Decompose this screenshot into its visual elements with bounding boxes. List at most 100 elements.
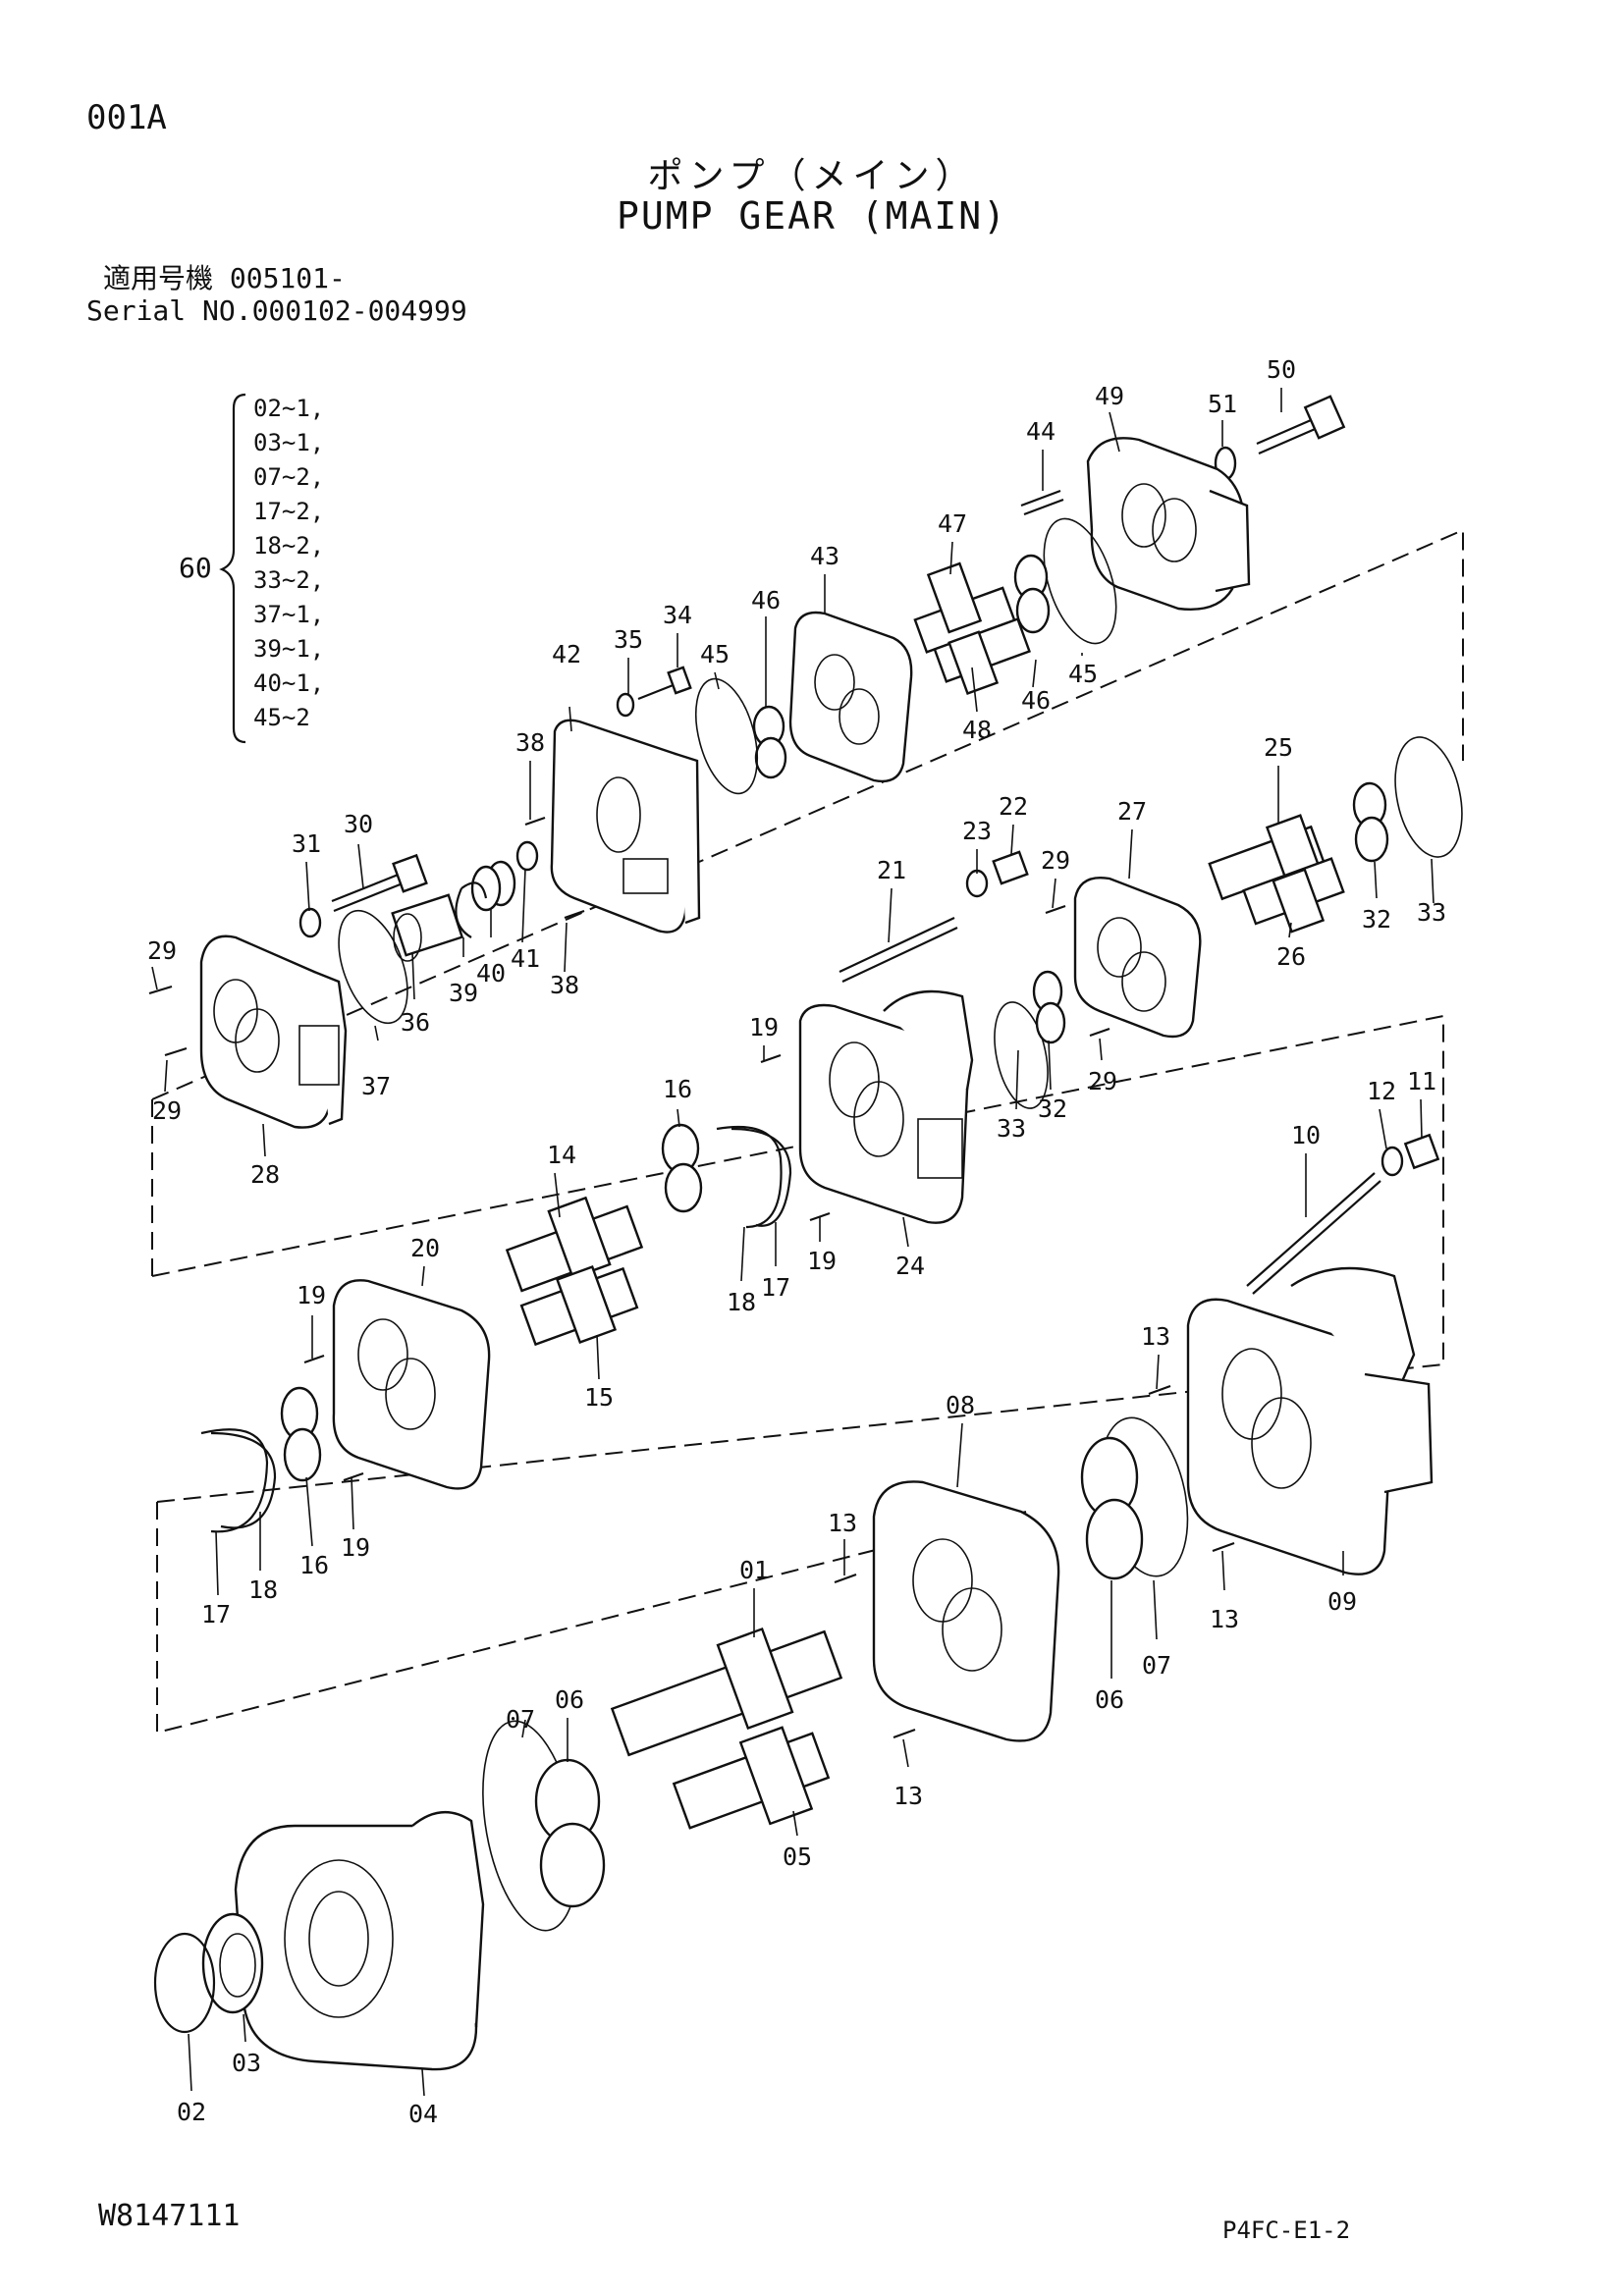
part-label-50: 50: [1267, 355, 1296, 384]
part-oil-seal-03: [201, 1912, 264, 2014]
part-label-25: 25: [1264, 733, 1293, 762]
kit-number: 60: [179, 552, 212, 584]
part-seal-32b: [1032, 970, 1066, 1044]
part-label-38: 38: [515, 728, 545, 757]
part-gear-pair-14-15: [505, 1196, 644, 1347]
part-stud-21: [839, 917, 958, 983]
part-bushing-40: [470, 860, 516, 912]
part-label-39: 39: [449, 979, 478, 1007]
part-label-12: 12: [1367, 1077, 1396, 1105]
part-label-34: 34: [663, 601, 692, 629]
part-plate-08: [872, 1480, 1060, 1742]
part-label-03: 03: [232, 2049, 261, 2077]
part-nut-22: [992, 850, 1029, 885]
part-label-31: 31: [292, 829, 321, 858]
part-pin-29d: [1089, 1027, 1110, 1038]
part-front-cover-28: [199, 934, 348, 1129]
part-gear-pair-01-05: [610, 1627, 843, 1830]
part-label-20: 20: [410, 1234, 440, 1262]
part-number-labels: 50 49 51 44 47 43 46 34 35 45 42 38 46 4…: [147, 355, 1446, 2128]
part-snap-ring-02: [153, 1932, 216, 2034]
part-seal-46: [1013, 554, 1051, 634]
part-backup-ring-17: [716, 1125, 783, 1229]
part-pin-29b: [164, 1046, 188, 1057]
part-label-36: 36: [401, 1008, 430, 1037]
part-label-13b: 13: [828, 1509, 857, 1537]
part-label-46b: 46: [1021, 686, 1051, 715]
part-label-22: 22: [999, 792, 1028, 821]
part-bolt-30: [331, 853, 428, 913]
part-label-07b: 07: [506, 1705, 535, 1734]
part-label-19d: 19: [341, 1533, 370, 1562]
part-label-24: 24: [895, 1252, 925, 1280]
part-seal-06b: [534, 1758, 606, 1908]
kit-item: 39~1,: [253, 635, 325, 663]
part-pin-44: [1020, 489, 1064, 516]
part-label-28: 28: [250, 1160, 280, 1189]
part-plate-43: [788, 611, 913, 783]
part-bolt-34: [637, 666, 692, 701]
part-pin-38b: [564, 909, 585, 920]
part-label-42: 42: [552, 640, 581, 668]
part-rear-body-09: [1186, 1266, 1434, 1575]
part-label-47: 47: [938, 509, 967, 538]
part-bearing-36: [391, 893, 464, 962]
part-pin-38: [524, 816, 546, 827]
part-label-21: 21: [877, 856, 906, 884]
part-pin-13d: [893, 1728, 916, 1739]
part-label-18: 18: [727, 1288, 756, 1316]
part-label-17b: 17: [201, 1600, 231, 1629]
part-label-11: 11: [1407, 1067, 1436, 1095]
part-label-18b: 18: [248, 1575, 278, 1604]
part-seal-06: [1080, 1436, 1144, 1580]
kit-item: 07~2,: [253, 463, 325, 491]
part-cover-plate-42: [550, 719, 701, 934]
part-label-19: 19: [749, 1013, 779, 1041]
leader-lines: [151, 388, 1435, 2097]
part-seal-32: [1352, 781, 1389, 863]
part-o-ring-37: [338, 909, 408, 1025]
kit-item: 45~2: [253, 704, 310, 731]
part-label-38b: 38: [550, 971, 579, 999]
part-label-01: 01: [739, 1556, 769, 1584]
part-seal-16: [661, 1123, 703, 1213]
part-label-06b: 06: [555, 1685, 584, 1714]
part-pin-29c: [1045, 904, 1066, 915]
part-label-13c: 13: [1210, 1605, 1239, 1633]
part-label-10: 10: [1291, 1121, 1321, 1149]
part-label-29d: 29: [1088, 1067, 1117, 1095]
part-label-49: 49: [1095, 382, 1124, 410]
part-washer-31: [298, 907, 322, 938]
kit-item: 18~2,: [253, 532, 325, 560]
part-label-44: 44: [1026, 417, 1056, 446]
kit-item: 37~1,: [253, 601, 325, 628]
part-label-45b: 45: [1068, 660, 1098, 688]
part-rear-cover-49: [1086, 437, 1251, 611]
part-label-37: 37: [361, 1072, 391, 1100]
part-backup-ring-18: [731, 1127, 792, 1227]
part-o-ring-45b: [695, 677, 758, 795]
part-label-15: 15: [584, 1383, 614, 1412]
part-label-27: 27: [1117, 797, 1147, 826]
part-label-32b: 32: [1038, 1095, 1067, 1123]
part-pin-19b: [809, 1211, 831, 1222]
kit-item: 33~2,: [253, 566, 325, 594]
part-bolt-10: [1246, 1172, 1381, 1295]
part-label-23: 23: [962, 817, 992, 845]
part-pin-13b: [1212, 1541, 1235, 1553]
part-washer-41: [515, 840, 539, 872]
part-seal-16b: [280, 1386, 322, 1482]
part-label-19b: 19: [807, 1247, 837, 1275]
part-pin-19d: [343, 1471, 364, 1482]
part-label-45: 45: [700, 640, 730, 668]
page-code: 001A: [86, 98, 167, 137]
part-plate-20: [332, 1279, 491, 1490]
part-pin-29a: [148, 985, 173, 995]
kit-brace: [219, 393, 246, 744]
part-label-13: 13: [1141, 1322, 1170, 1351]
kit-item: 17~2,: [253, 498, 325, 525]
part-pin-13c: [834, 1573, 857, 1584]
part-o-ring-33b: [994, 1001, 1049, 1109]
part-backup-ring-17b: [200, 1428, 269, 1533]
part-label-33: 33: [1417, 898, 1446, 927]
